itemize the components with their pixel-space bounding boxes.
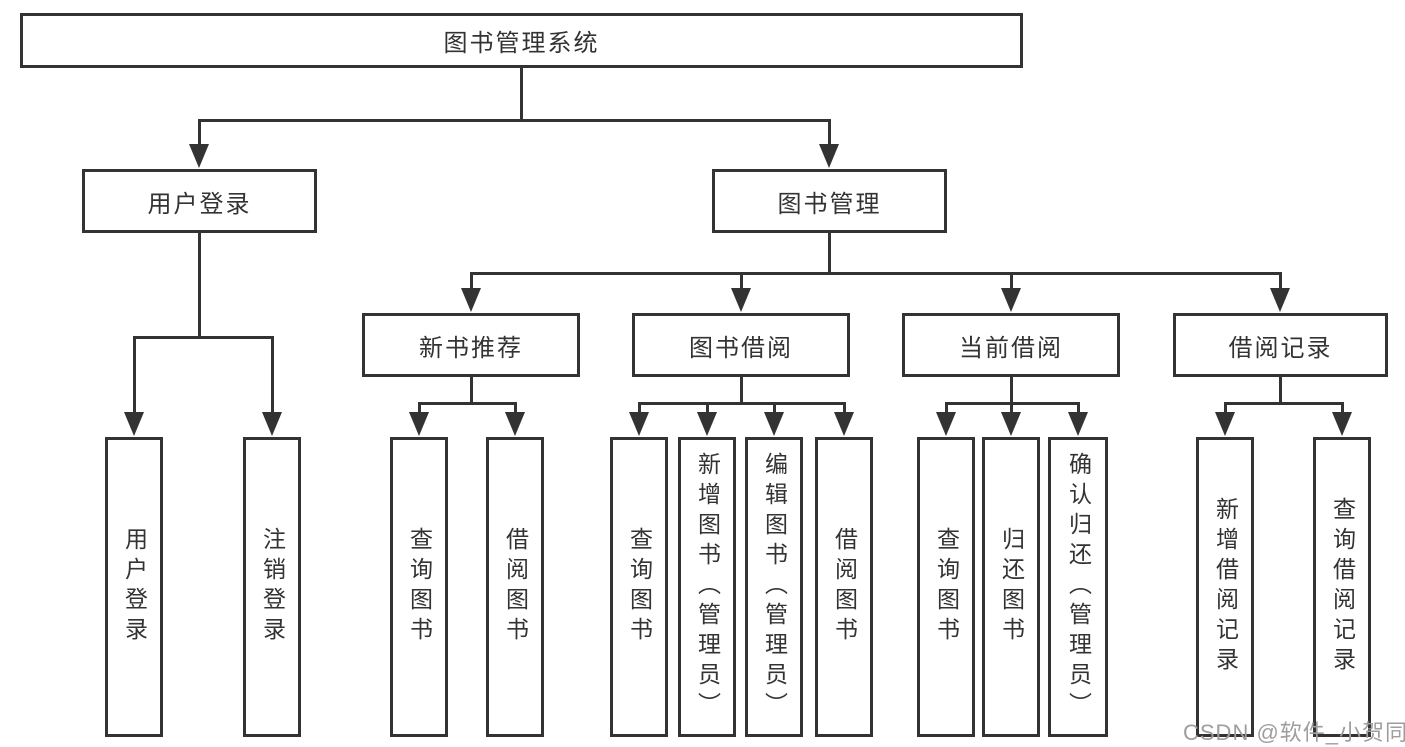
node-query-books-recommend: 查询图书: [390, 437, 448, 737]
connector-drop-borrowing-to-children-3: [842, 402, 846, 417]
node-label-borrow-books-recommend: 借阅图书: [502, 527, 529, 647]
node-book-management: 图书管理: [712, 169, 947, 233]
connector-trunk-recommend-to-children: [469, 377, 473, 405]
node-label-query-books-current: 查询图书: [933, 527, 960, 647]
connector-drop-borrowing-to-children-1: [705, 402, 709, 417]
connector-drop-recommend-to-children-1: [513, 402, 517, 417]
connector-drop-root-to-level2-1: [827, 119, 831, 149]
node-label-book-borrowing: 图书借阅: [689, 334, 793, 362]
connector-drop-user-login-to-children-0: [132, 336, 136, 417]
node-user-login: 用户登录: [82, 169, 317, 233]
connector-drop-current-to-children-2: [1076, 402, 1080, 417]
arrow-down-icon: [124, 412, 144, 436]
arrow-down-icon: [1270, 288, 1290, 312]
node-label-user-login: 用户登录: [147, 190, 252, 218]
arrow-down-icon: [731, 288, 751, 312]
connector-drop-user-login-to-children-1: [270, 336, 274, 417]
node-logout-leaf: 注销登录: [243, 437, 301, 737]
connector-drop-records-to-children-0: [1223, 402, 1227, 417]
node-label-confirm-return-admin: 确认归还（管理员）: [1065, 452, 1092, 722]
node-edit-books-admin: 编辑图书（管理员）: [745, 437, 803, 737]
arrow-down-icon: [764, 412, 784, 436]
arrow-down-icon: [936, 412, 956, 436]
connector-rail-book-mgmt-to-level3: [469, 272, 1282, 275]
arrow-down-icon: [1001, 412, 1021, 436]
connector-trunk-user-login-to-children: [197, 233, 201, 339]
arrow-down-icon: [819, 144, 839, 168]
node-add-books-admin: 新增图书（管理员）: [678, 437, 736, 737]
connector-drop-records-to-children-1: [1340, 402, 1344, 417]
node-label-query-books-recommend: 查询图书: [406, 527, 433, 647]
node-label-root: 图书管理系统: [443, 30, 600, 57]
connector-rail-root-to-level2: [197, 119, 831, 122]
arrow-down-icon: [697, 412, 717, 436]
connector-drop-current-to-children-0: [944, 402, 948, 417]
connector-drop-borrowing-to-children-2: [772, 402, 776, 417]
connector-drop-book-mgmt-to-level3-0: [469, 272, 473, 293]
connector-trunk-borrowing-to-children: [739, 377, 743, 405]
arrow-down-icon: [461, 288, 481, 312]
watermark-text: CSDN @软件_小贺同学: [1183, 720, 1405, 745]
connector-drop-borrowing-to-children-0: [637, 402, 641, 417]
node-label-book-management: 图书管理: [777, 190, 882, 218]
node-label-user-login-leaf: 用户登录: [121, 527, 148, 647]
connector-rail-borrowing-to-children: [637, 402, 846, 405]
node-label-borrowing-records: 借阅记录: [1228, 334, 1333, 362]
arrow-down-icon: [629, 412, 649, 436]
arrow-down-icon: [189, 144, 209, 168]
arrow-down-icon: [1068, 412, 1088, 436]
node-new-book-recommend: 新书推荐: [362, 313, 580, 377]
connector-rail-records-to-children: [1223, 402, 1344, 405]
arrow-down-icon: [409, 412, 429, 436]
node-borrowing-records: 借阅记录: [1173, 313, 1388, 377]
connector-rail-user-login-to-children: [132, 336, 274, 339]
node-label-query-books-borrowing: 查询图书: [626, 527, 653, 647]
connector-drop-recommend-to-children-0: [417, 402, 421, 417]
node-label-borrow-books-borrowing: 借阅图书: [831, 527, 858, 647]
node-label-return-books: 归还图书: [998, 527, 1025, 647]
connector-rail-recommend-to-children: [417, 402, 517, 405]
node-return-books: 归还图书: [982, 437, 1040, 737]
connector-trunk-records-to-children: [1278, 377, 1282, 405]
node-borrow-books-recommend: 借阅图书: [486, 437, 544, 737]
node-current-borrowing: 当前借阅: [902, 313, 1120, 377]
node-root: 图书管理系统: [20, 13, 1023, 68]
node-label-add-books-admin: 新增图书（管理员）: [694, 452, 721, 722]
node-book-borrowing: 图书借阅: [632, 313, 850, 377]
node-user-login-leaf: 用户登录: [105, 437, 163, 737]
connector-drop-root-to-level2-0: [197, 119, 201, 149]
node-add-borrow-record: 新增借阅记录: [1196, 437, 1254, 737]
node-confirm-return-admin: 确认归还（管理员）: [1048, 437, 1108, 737]
node-query-borrow-record: 查询借阅记录: [1313, 437, 1371, 737]
arrow-down-icon: [1215, 412, 1235, 436]
arrow-down-icon: [834, 412, 854, 436]
node-label-current-borrowing: 当前借阅: [959, 334, 1063, 362]
node-label-new-book-recommend: 新书推荐: [419, 334, 523, 362]
node-label-add-borrow-record: 新增借阅记录: [1212, 497, 1239, 677]
connector-trunk-book-mgmt-to-level3: [827, 233, 831, 275]
connector-drop-book-mgmt-to-level3-3: [1278, 272, 1282, 293]
arrow-down-icon: [262, 412, 282, 436]
connector-drop-book-mgmt-to-level3-1: [739, 272, 743, 293]
connector-drop-book-mgmt-to-level3-2: [1009, 272, 1013, 293]
arrow-down-icon: [1001, 288, 1021, 312]
node-label-logout-leaf: 注销登录: [259, 527, 286, 647]
node-query-books-borrowing: 查询图书: [610, 437, 668, 737]
connector-drop-current-to-children-1: [1009, 402, 1013, 417]
node-label-edit-books-admin: 编辑图书（管理员）: [761, 452, 788, 722]
node-borrow-books-borrowing: 借阅图书: [815, 437, 873, 737]
connector-trunk-root-to-level2: [519, 68, 523, 122]
node-label-query-borrow-record: 查询借阅记录: [1329, 497, 1356, 677]
arrow-down-icon: [505, 412, 525, 436]
connector-trunk-current-to-children: [1009, 377, 1013, 405]
arrow-down-icon: [1332, 412, 1352, 436]
node-query-books-current: 查询图书: [917, 437, 975, 737]
